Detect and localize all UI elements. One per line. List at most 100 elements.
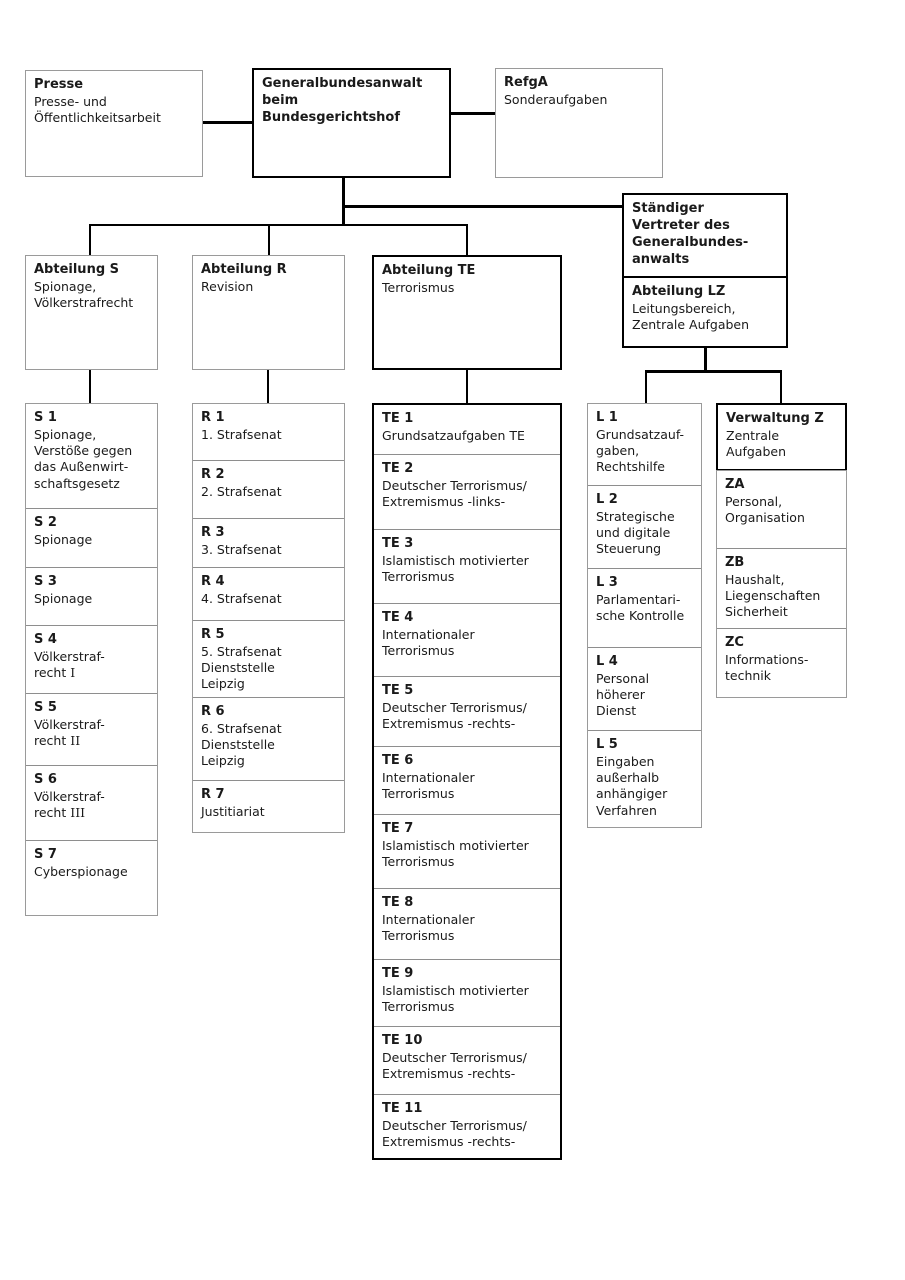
unit-title: Abteilung R	[201, 262, 287, 277]
unit-code: L 2	[596, 492, 618, 507]
org-box-l2: L 2 Strategische und digitale Steuerung	[588, 486, 701, 569]
unit-code: TE 3	[382, 536, 414, 551]
org-box-presse: Presse Presse- und Öffentlichkeitsarbeit	[25, 70, 203, 177]
org-box-r3: R 3 3. Strafsenat	[193, 519, 344, 568]
unit-code: TE 5	[382, 683, 414, 698]
unit-code: R 6	[201, 704, 225, 719]
unit-code: ZC	[725, 635, 744, 650]
unit-desc: 4. Strafsenat	[201, 590, 282, 606]
connector-drop-l-column	[645, 370, 647, 403]
unit-desc: Justitiariat	[201, 803, 265, 819]
unit-code: R 7	[201, 787, 225, 802]
unit-desc: Zentrale Aufgaben	[726, 427, 787, 460]
unit-title: RefgA	[504, 75, 548, 90]
unit-code: R 4	[201, 574, 225, 589]
connector-branch-staendiger	[342, 205, 622, 208]
unit-code: R 2	[201, 467, 225, 482]
connector-lz-stem	[704, 348, 707, 372]
unit-desc: Deutscher Terrorismus/ Extremismus -rech…	[382, 1117, 527, 1150]
unit-desc: Revision	[201, 278, 254, 294]
unit-desc: Deutscher Terrorismus/ Extremismus -link…	[382, 477, 527, 510]
connector-drop-abteilung-te	[466, 224, 468, 255]
org-box-r1: R 1 1. Strafsenat	[193, 404, 344, 461]
unit-desc: Grundsatzaufgaben TE	[382, 427, 525, 443]
org-box-abteilung-r: Abteilung R Revision	[192, 255, 345, 370]
unit-code: R 1	[201, 410, 225, 425]
unit-desc: Deutscher Terrorismus/ Extremismus -rech…	[382, 1049, 527, 1082]
te-column: TE 1 Grundsatzaufgaben TE TE 2 Deutscher…	[372, 403, 562, 1160]
connector-r-column	[267, 370, 269, 403]
unit-desc: Terrorismus	[382, 279, 455, 295]
unit-desc: Presse- und Öffentlichkeitsarbeit	[34, 93, 161, 126]
org-box-zb: ZB Haushalt, Liegenschaften Sicherheit	[717, 549, 846, 629]
org-box-abteilung-lz: Abteilung LZ Leitungsbereich, Zentrale A…	[622, 276, 788, 348]
unit-desc: Spionage	[34, 590, 93, 606]
org-box-l5: L 5 Eingaben außerhalb anhängiger Verfah…	[588, 731, 701, 827]
unit-desc-text: Völkerstraf- recht	[34, 788, 105, 821]
unit-code: TE 10	[382, 1033, 423, 1048]
l-column: L 1 Grundsatzauf- gaben, Rechtshilfe L 2…	[587, 403, 702, 828]
unit-code: TE 8	[382, 895, 414, 910]
connector-gba-stem	[342, 178, 345, 226]
unit-desc: 2. Strafsenat	[201, 483, 282, 499]
unit-desc: Islamistisch motivierter Terrorismus	[382, 837, 529, 870]
org-box-te2: TE 2 Deutscher Terrorismus/ Extremismus …	[374, 455, 560, 530]
unit-title: Presse	[34, 77, 84, 92]
org-box-te11: TE 11 Deutscher Terrorismus/ Extremismus…	[374, 1095, 560, 1158]
unit-desc: Eingaben außerhalb anhängiger Verfahren	[596, 753, 668, 818]
unit-desc: Cyberspionage	[34, 863, 128, 879]
unit-code: TE 11	[382, 1101, 423, 1116]
unit-code: L 3	[596, 575, 618, 590]
roman-numeral: I	[70, 665, 76, 681]
unit-desc: Spionage, Völkerstrafrecht	[34, 278, 134, 311]
unit-title: Abteilung TE	[382, 263, 476, 278]
org-box-l4: L 4 Personal höherer Dienst	[588, 648, 701, 731]
unit-desc-text: Völkerstraf- recht	[34, 716, 105, 749]
unit-code: ZA	[725, 477, 745, 492]
org-box-te8: TE 8 Internationaler Terrorismus	[374, 889, 560, 960]
unit-code: R 3	[201, 525, 225, 540]
org-box-te5: TE 5 Deutscher Terrorismus/ Extremismus …	[374, 677, 560, 747]
org-box-r4: R 4 4. Strafsenat	[193, 568, 344, 621]
unit-code: ZB	[725, 555, 745, 570]
unit-title: Verwaltung Z	[726, 411, 824, 426]
unit-code: S 1	[34, 410, 57, 425]
org-box-s7: S 7 Cyberspionage	[26, 841, 157, 916]
unit-code: S 6	[34, 772, 57, 787]
org-box-za: ZA Personal, Organisation	[717, 471, 846, 549]
roman-numeral: III	[70, 805, 86, 821]
unit-desc-text: Völkerstraf- recht	[34, 648, 105, 681]
unit-desc: Deutscher Terrorismus/ Extremismus -rech…	[382, 699, 527, 732]
unit-desc: 1. Strafsenat	[201, 426, 282, 442]
unit-title: Abteilung LZ	[632, 284, 726, 299]
org-box-generalbundesanwalt: Generalbundesanwalt beim Bundesgerichtsh…	[252, 68, 451, 178]
s-column: S 1 Spionage, Verstöße gegen das Außenwi…	[25, 403, 158, 916]
org-box-te3: TE 3 Islamistisch motivierter Terrorismu…	[374, 530, 560, 604]
roman-numeral: II	[70, 733, 81, 749]
unit-code: TE 1	[382, 411, 414, 426]
org-box-te9: TE 9 Islamistisch motivierter Terrorismu…	[374, 960, 560, 1027]
org-box-s3: S 3 Spionage	[26, 568, 157, 626]
unit-desc: Islamistisch motivierter Terrorismus	[382, 552, 529, 585]
org-box-te10: TE 10 Deutscher Terrorismus/ Extremismus…	[374, 1027, 560, 1095]
unit-code: S 5	[34, 700, 57, 715]
org-box-s1: S 1 Spionage, Verstöße gegen das Außenwi…	[26, 404, 157, 509]
connector-s-column	[89, 370, 91, 403]
unit-title: Generalbundesanwalt beim Bundesgerichtsh…	[262, 76, 423, 125]
unit-desc: Spionage, Verstöße gegen das Außenwirt- …	[34, 426, 133, 491]
org-box-te6: TE 6 Internationaler Terrorismus	[374, 747, 560, 815]
unit-code: TE 2	[382, 461, 414, 476]
unit-desc: Sonderaufgaben	[504, 91, 608, 107]
unit-code: S 7	[34, 847, 57, 862]
unit-code: R 5	[201, 627, 225, 642]
connector-lz-branch	[645, 370, 782, 373]
unit-desc: Parlamentari- sche Kontrolle	[596, 591, 685, 624]
org-box-abteilung-te: Abteilung TE Terrorismus	[372, 255, 562, 370]
